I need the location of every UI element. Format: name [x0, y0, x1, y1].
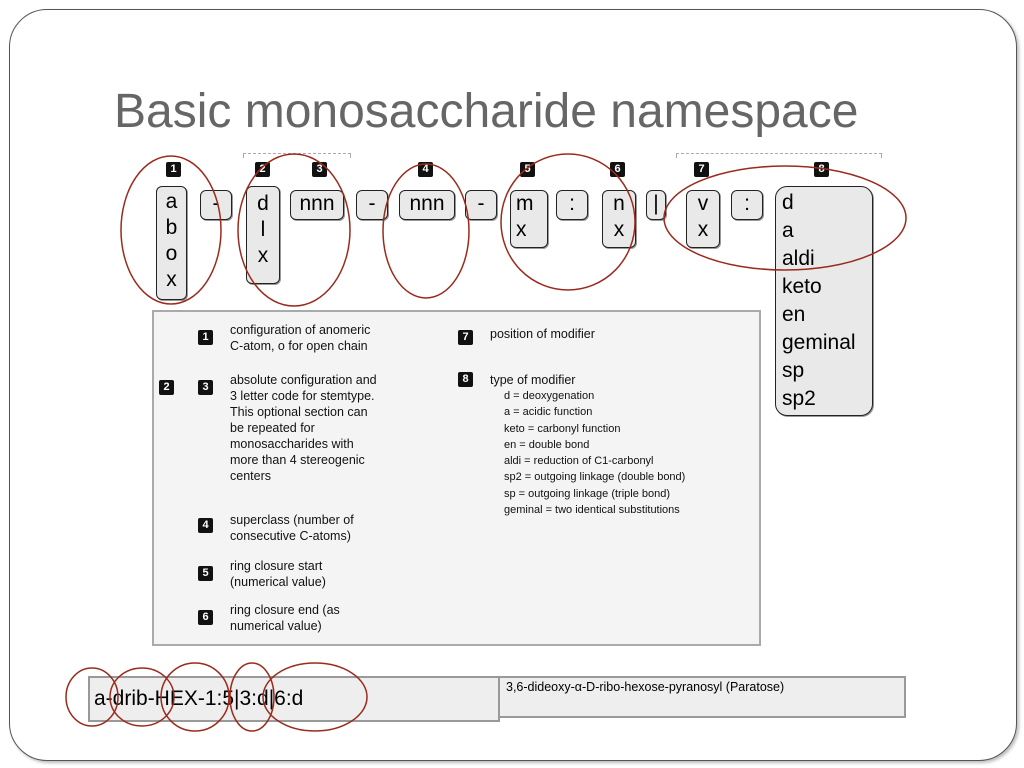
- mod-type-option: sp2: [782, 387, 816, 410]
- dash-box-2: -: [356, 190, 388, 220]
- badge-7: 7: [694, 162, 709, 177]
- configuration-box: d l x: [246, 186, 280, 284]
- legend-badge-4: 4: [198, 518, 213, 533]
- colon-box-1: :: [556, 190, 588, 220]
- oval-ring: [500, 153, 636, 291]
- mod-type-option: geminal: [782, 331, 856, 354]
- oval-modifier: [663, 165, 907, 271]
- legend-item-7: position of modifier: [490, 327, 595, 341]
- ring-end-option: x: [613, 218, 625, 241]
- legend-badge-5: 5: [198, 566, 213, 581]
- anomeric-option: a: [165, 190, 178, 213]
- legend-item-8: type of modifier: [490, 373, 576, 387]
- modifier-type-box: d a aldi keto en geminal sp sp2: [775, 186, 873, 416]
- oval-example-mods: [262, 662, 368, 732]
- legend-badge-2: 2: [159, 380, 174, 395]
- slide-title: Basic monosaccharide namespace: [114, 85, 859, 138]
- oval-example-hex: [160, 662, 230, 732]
- legend-badge-1: 1: [198, 330, 213, 345]
- mod-type-option: keto: [782, 275, 822, 298]
- config-option: d: [257, 192, 269, 215]
- mod-type-option: en: [782, 303, 806, 326]
- ring-start-box: m x: [510, 190, 548, 248]
- legend-panel: 1 configuration of anomeric C-atom, o fo…: [152, 310, 761, 646]
- anomeric-box: a b o x: [156, 186, 187, 300]
- config-option: l: [260, 218, 266, 241]
- oval-superclass: [382, 163, 470, 299]
- anomeric-option: o: [165, 242, 178, 265]
- legend-badge-8: 8: [458, 372, 473, 387]
- modifier-position-box: v x: [686, 190, 720, 248]
- oval-anomeric: [120, 155, 222, 305]
- legend-badge-3: 3: [198, 380, 213, 395]
- legend-item-5: ring closure start (numerical value): [230, 559, 326, 589]
- mod-type-option: d: [782, 191, 794, 214]
- ring-start-option: x: [516, 218, 527, 241]
- ring-end-option: n: [613, 192, 625, 215]
- legend-badge-7: 7: [458, 330, 473, 345]
- mod-type-option: sp: [782, 359, 805, 382]
- legend-item-1: configuration of anomeric C-atom, o for …: [230, 323, 371, 353]
- oval-example-ring: [229, 662, 275, 732]
- legend-badge-6: 6: [198, 610, 213, 625]
- dash-box-3: -: [465, 190, 497, 220]
- stemtype-box: nnn: [290, 190, 344, 220]
- superclass-box: nnn: [399, 190, 455, 220]
- mod-type-option: aldi: [782, 247, 815, 270]
- bar-box: |: [646, 190, 666, 220]
- legend-item-6: ring closure end (as numerical value): [230, 603, 340, 633]
- colon-box-2: :: [731, 190, 763, 220]
- mod-pos-option: v: [697, 192, 709, 215]
- legend-item-4: superclass (number of consecutive C-atom…: [230, 513, 354, 543]
- optional-bracket-right: [676, 153, 882, 158]
- oval-example-anomeric: [65, 667, 119, 727]
- anomeric-option: x: [166, 268, 177, 291]
- badge-4: 4: [418, 162, 433, 177]
- oval-config-stem: [237, 153, 351, 307]
- anomeric-option: b: [165, 216, 178, 239]
- mod-type-option: a: [782, 219, 794, 242]
- oval-example-drib: [109, 667, 175, 727]
- ring-start-option: m: [516, 192, 534, 215]
- legend-item-2-3: absolute configuration and 3 letter code…: [230, 373, 377, 483]
- legend-modifier-list: d = deoxygenation a = acidic function ke…: [504, 390, 686, 517]
- example-name: 3,6-dideoxy-α-D-ribo-hexose-pyranosyl (P…: [498, 676, 906, 718]
- config-option: x: [257, 244, 269, 267]
- badge-2: 2: [255, 162, 270, 177]
- badge-1: 1: [166, 162, 181, 177]
- mod-pos-option: x: [697, 218, 709, 241]
